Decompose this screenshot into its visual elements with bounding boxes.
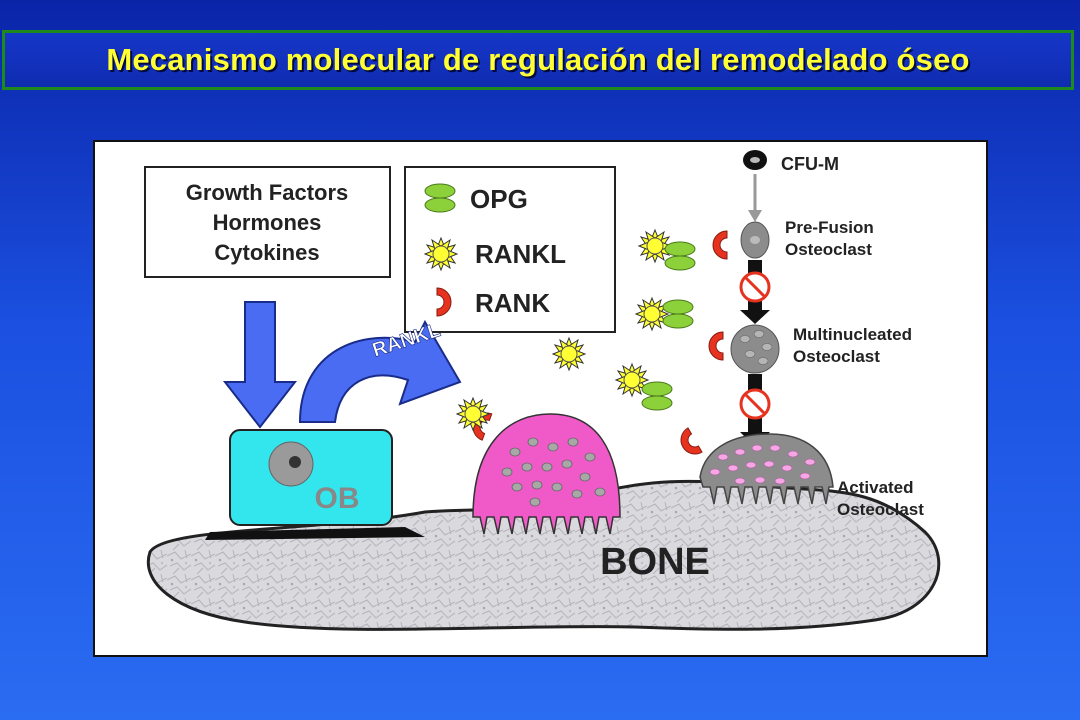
legend-rankl: RANKL <box>475 239 566 269</box>
factor-hormones: Hormones <box>213 210 322 235</box>
bone-remodeling-diagram: Growth Factors Hormones Cytokines OPG RA… <box>144 150 941 631</box>
pre-fusion-label-2: Osteoclast <box>785 240 872 259</box>
legend-box: OPG RANKL RANK <box>404 166 616 333</box>
ob-label: OB <box>315 482 360 515</box>
ob-cell: OB <box>229 429 393 526</box>
legend-opg: OPG <box>470 184 528 214</box>
opg-molecule <box>641 381 673 411</box>
rankl-curved-arrow: RANKL <box>298 319 462 423</box>
bone: BONE <box>146 479 941 631</box>
multinucleated-label-2: Osteoclast <box>793 347 880 366</box>
differentiation-pathway: CFU-M Pre-Fusion Osteoclast Multinucleat… <box>675 150 924 519</box>
activated-label-2: Osteoclast <box>837 500 924 519</box>
rankl-molecule <box>552 337 586 371</box>
diagram-frame: Growth Factors Hormones Cytokines OPG RA… <box>93 140 988 657</box>
activated-label-1: Activated <box>837 478 914 497</box>
rankl-molecule <box>635 297 669 331</box>
legend-rank: RANK <box>475 288 550 318</box>
cfu-m-label: CFU-M <box>781 154 839 174</box>
factor-cytokines: Cytokines <box>214 240 319 265</box>
factors-box: Growth Factors Hormones Cytokines <box>144 166 391 278</box>
opg-molecule <box>664 241 696 271</box>
factors-down-arrow <box>222 301 298 429</box>
pre-fusion-label-1: Pre-Fusion <box>785 218 874 237</box>
ob-base <box>205 527 425 540</box>
factor-growth-factors: Growth Factors <box>186 180 349 205</box>
multinucleated-label-1: Multinucleated <box>793 325 912 344</box>
bone-label: BONE <box>600 541 710 583</box>
slide-title: Mecanismo molecular de regulación del re… <box>106 42 970 77</box>
title-bar: Mecanismo molecular de regulación del re… <box>2 30 1074 90</box>
pink-osteoclast <box>456 397 621 535</box>
